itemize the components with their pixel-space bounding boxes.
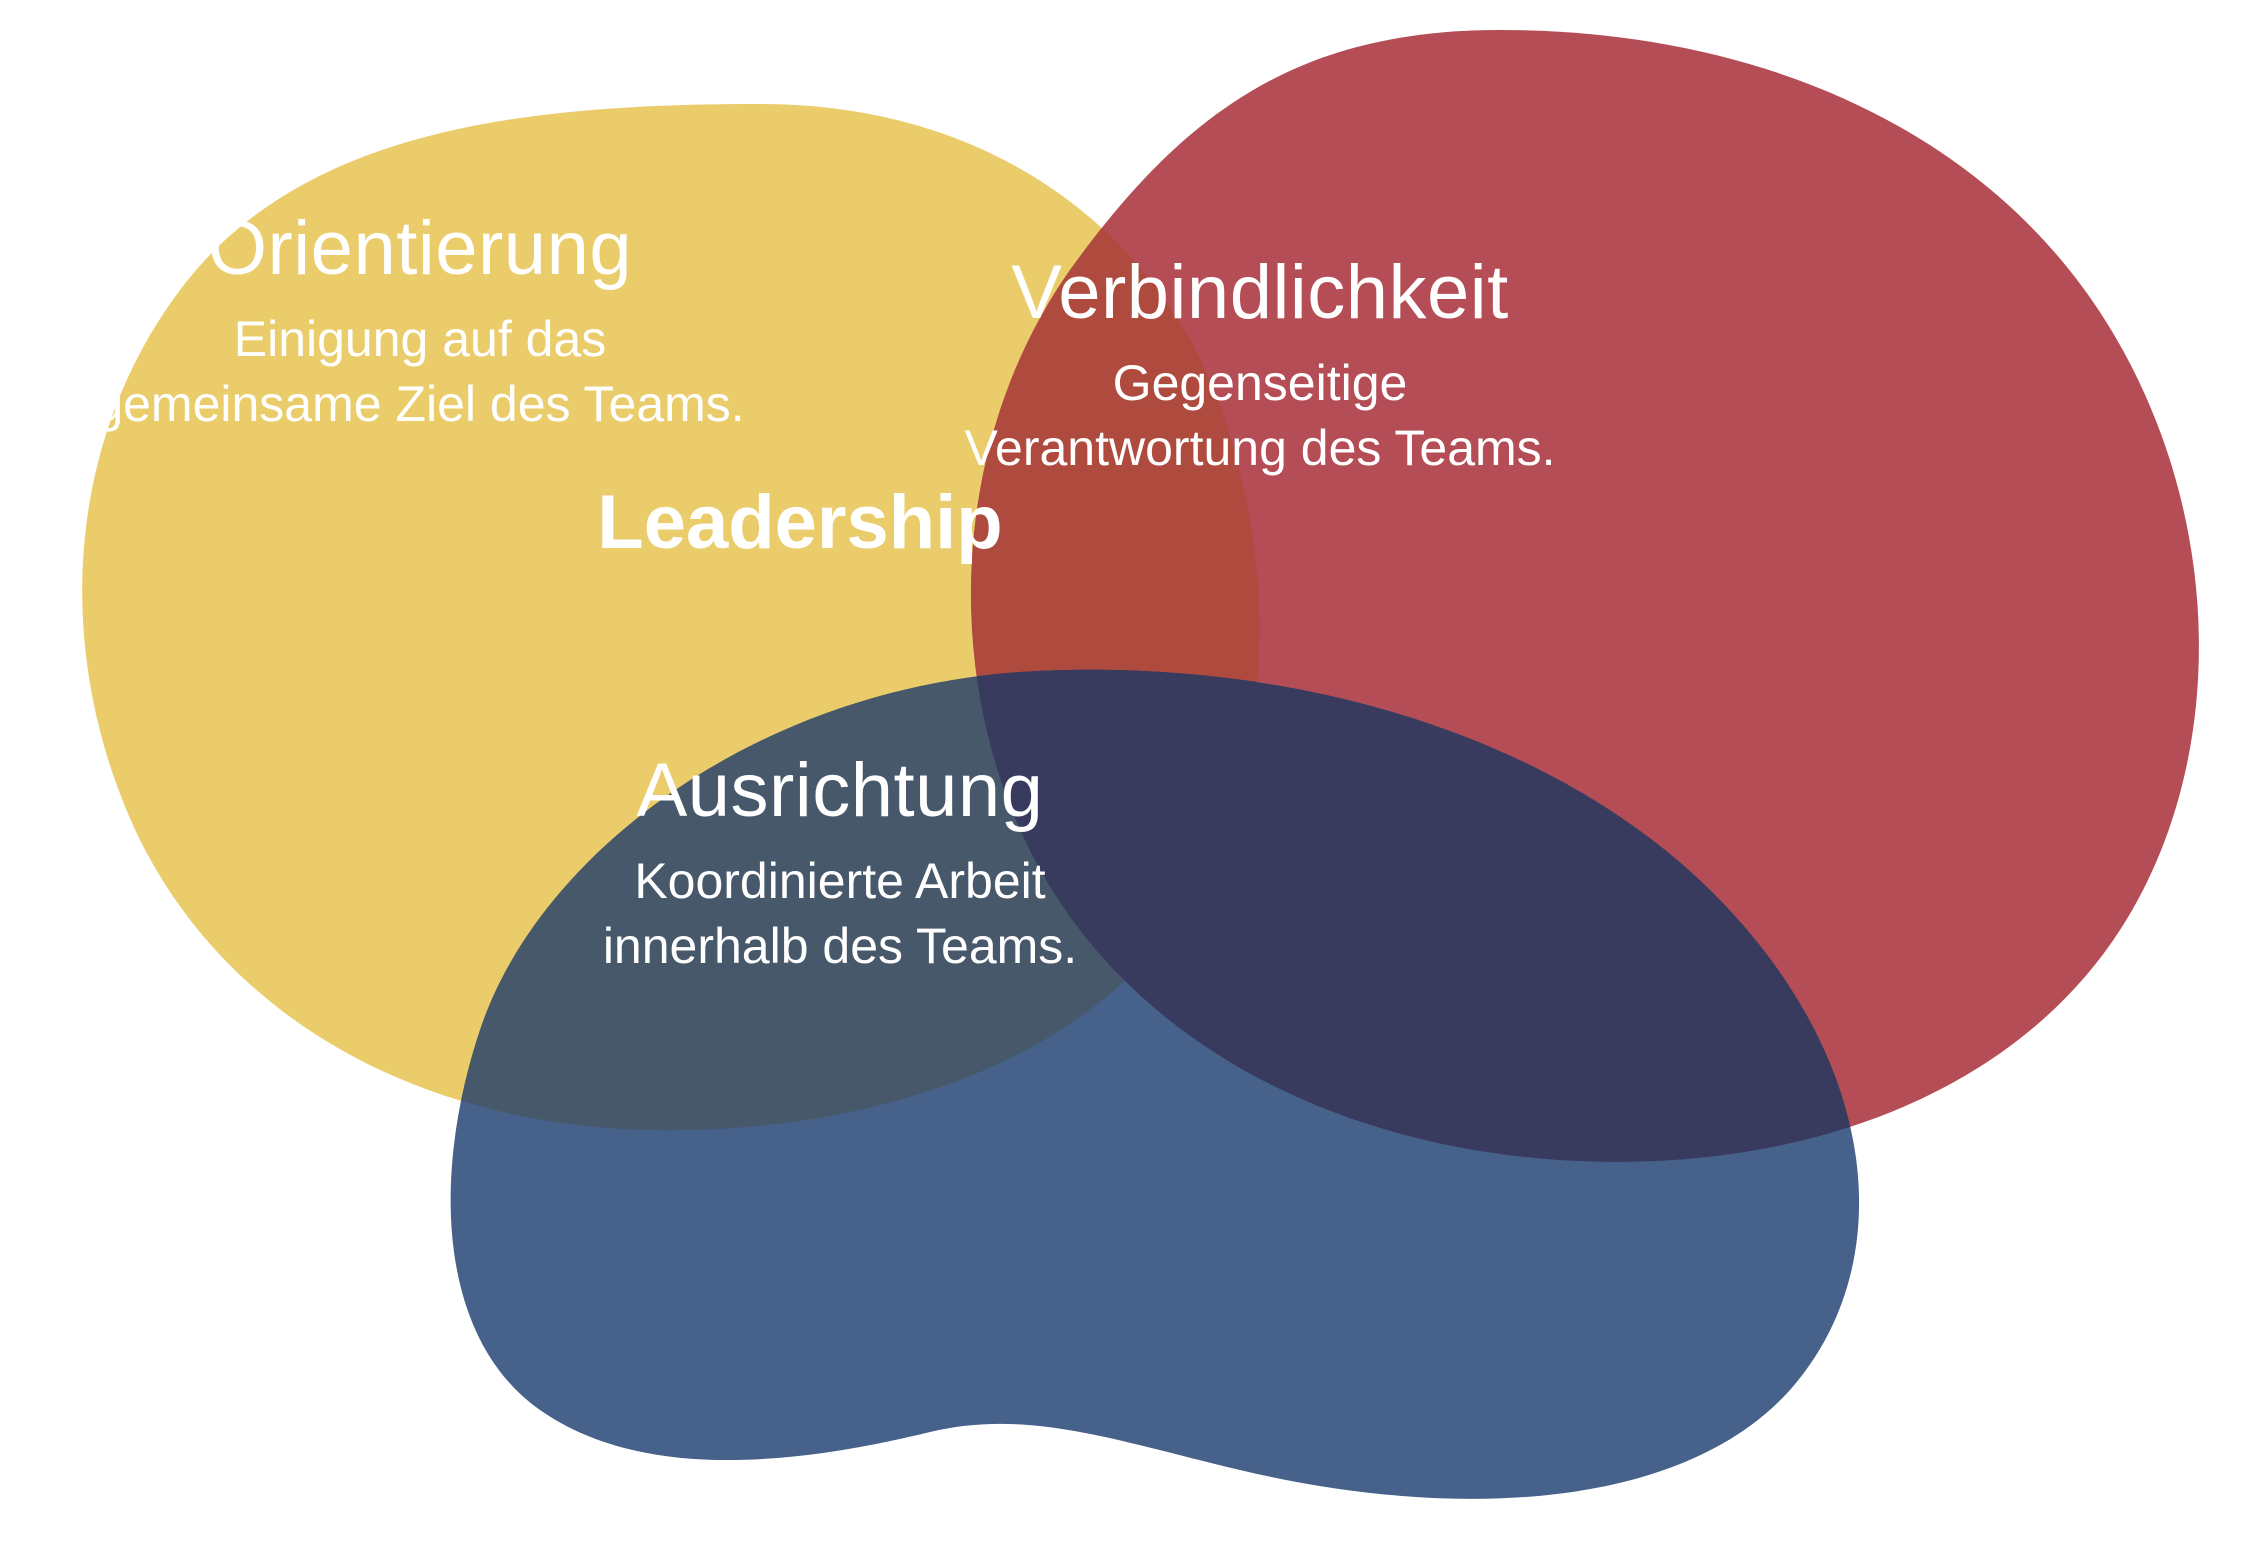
venn-shapes bbox=[82, 30, 2199, 1499]
venn-diagram: Orientierung Einigung auf das gemeinsame… bbox=[82, 30, 2199, 1499]
